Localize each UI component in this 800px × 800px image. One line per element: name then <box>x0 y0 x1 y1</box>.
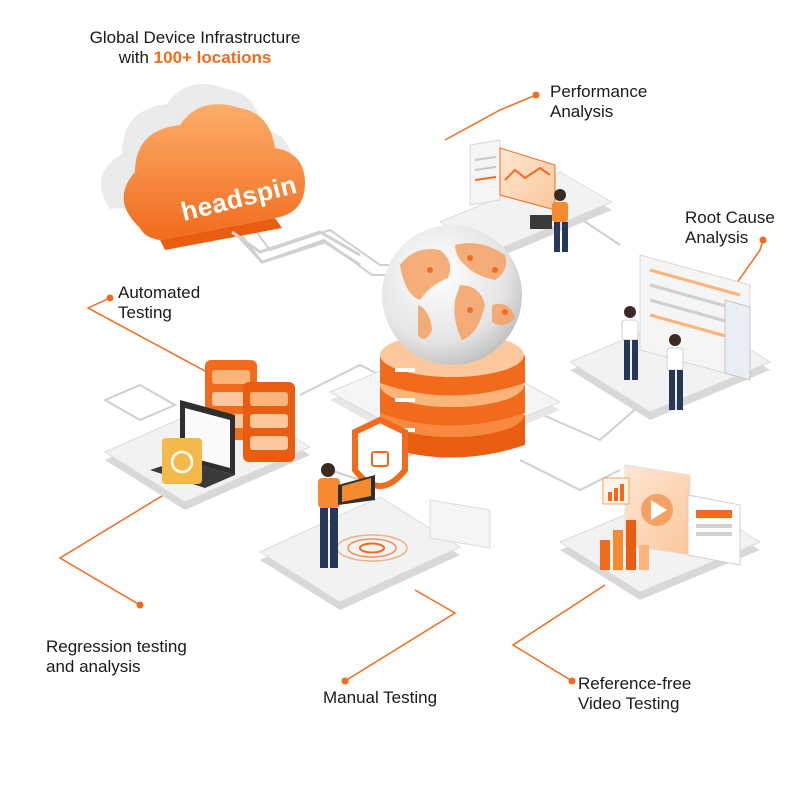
label-automated-line-1: Automated <box>118 283 201 302</box>
label-video-line-2: Video Testing <box>578 694 680 713</box>
browser-window <box>429 499 491 549</box>
locations-highlight: 100+ locations <box>153 48 272 67</box>
label-video-testing: Reference-free Video Testing <box>578 674 691 714</box>
person-manual <box>318 463 375 568</box>
label-root-cause-line-1: Root Cause <box>685 208 775 227</box>
leader-lines <box>58 94 764 682</box>
cloud-cables <box>231 230 361 267</box>
label-performance-analysis: Performance Analysis <box>550 82 647 122</box>
small-chart-card <box>602 477 630 505</box>
label-automated-testing: Automated Testing <box>118 283 200 323</box>
shield-icon <box>352 416 408 489</box>
people-root-cause <box>621 306 684 410</box>
phone-mockup <box>687 494 741 566</box>
label-performance-line-2: Analysis <box>550 102 614 121</box>
video-player <box>624 464 691 556</box>
label-manual-testing: Manual Testing <box>323 688 437 708</box>
laptop-automated <box>150 400 235 488</box>
label-automated-line-2: Testing <box>118 303 172 322</box>
header-title: Global Device Infrastructure with 100+ l… <box>40 28 350 68</box>
label-manual-line-1: Manual Testing <box>323 688 438 707</box>
header-line-2: with 100+ locations <box>118 48 272 67</box>
label-root-cause-analysis: Root Cause Analysis <box>685 208 775 248</box>
label-performance-line-1: Performance <box>550 82 648 101</box>
globe <box>382 225 522 365</box>
bar-chart-icon <box>600 520 649 570</box>
cloud <box>100 84 305 250</box>
performance-dashboard <box>469 139 556 211</box>
label-regression-line-2: and analysis <box>46 657 141 676</box>
label-root-cause-line-2: Analysis <box>685 228 749 247</box>
label-regression-line-1: Regression testing <box>46 637 187 656</box>
label-video-line-1: Reference-free <box>578 674 692 693</box>
person-performance <box>530 189 568 252</box>
label-regression-testing: Regression testing and analysis <box>46 637 187 677</box>
leader-dots <box>106 91 767 685</box>
header-line-1: Global Device Infrastructure <box>89 28 301 47</box>
